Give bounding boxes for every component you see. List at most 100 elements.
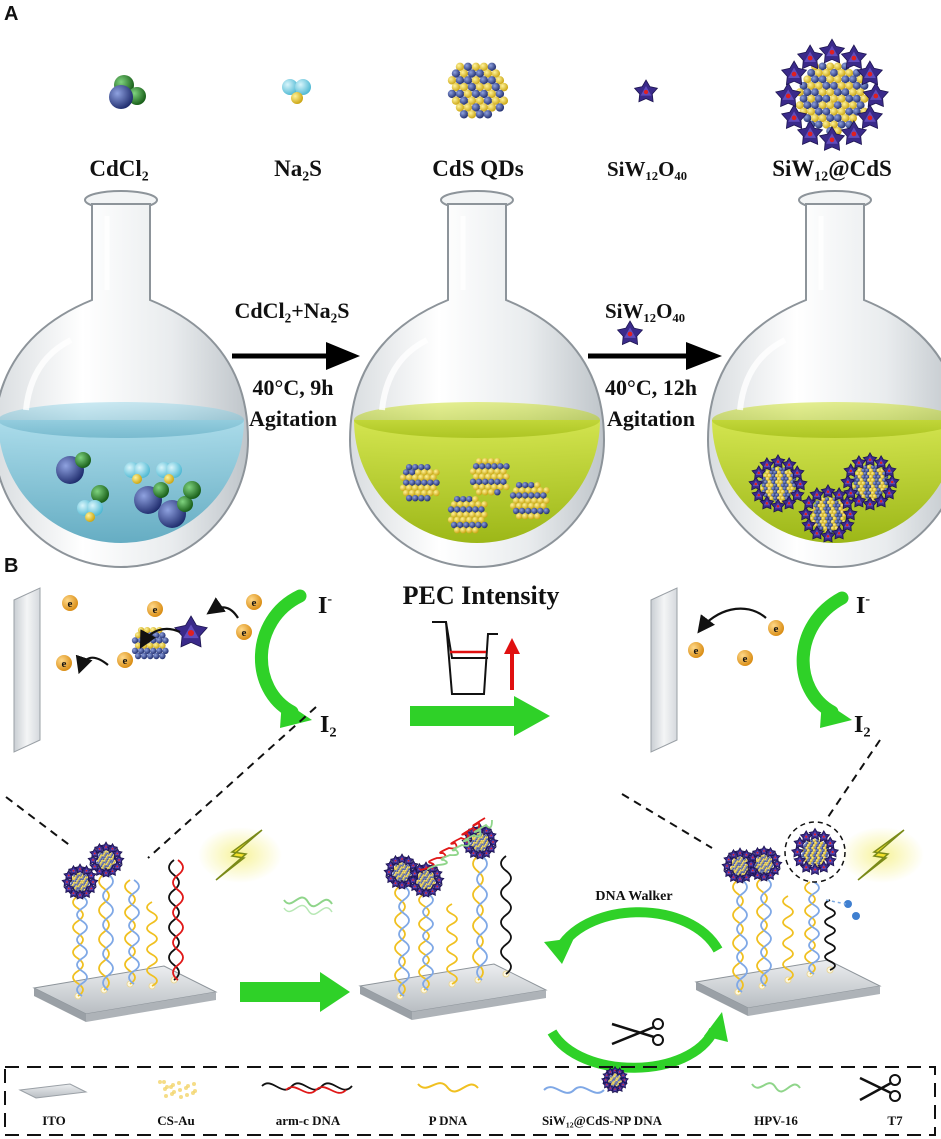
panel-b-label: B (4, 555, 18, 577)
legend-arm-c-dna-swatch (261, 1082, 353, 1094)
step1-conditions: 40°C, 9h (253, 375, 334, 400)
electron: e (147, 601, 163, 617)
legend-labels: ITO CS-Au arm-c DNA P DNA SiW₁₂@CdS-NP D… (42, 1113, 903, 1128)
iodine-label-left: I₂ (320, 712, 337, 738)
step2-arrow-head (686, 342, 722, 370)
zoom-line (825, 739, 881, 821)
ito-electrode-cleaved (694, 827, 882, 1016)
legend-label-ito: ITO (42, 1113, 66, 1128)
electrode-left (13, 587, 41, 753)
legend-p-dna-swatch (417, 1082, 479, 1093)
step1-arrow-head (326, 342, 360, 370)
siw12o40-polyoxometalate-icon (633, 79, 659, 103)
step2-action: Agitation (607, 406, 695, 431)
svg-text:e: e (242, 627, 247, 639)
legend-label-arm-c-dna: arm-c DNA (276, 1113, 341, 1128)
signal-change-arrow (410, 696, 550, 736)
electron: e (62, 595, 78, 611)
cleaved-fragment-icon (825, 899, 860, 920)
electron-group-right: e e e (688, 620, 784, 666)
walker-cycle-arrowhead-bottom (704, 1012, 728, 1042)
label-cdcl2: CdCl₂ (89, 156, 148, 181)
siw12-cds-hybrid-icon (775, 38, 889, 151)
electrode-right (650, 587, 678, 753)
svg-text:e: e (774, 623, 779, 635)
legend-label-t7: T7 (887, 1113, 903, 1128)
legend-box (4, 1066, 936, 1136)
legend-label-cs-au: CS-Au (157, 1113, 195, 1128)
electron: e (236, 624, 252, 640)
step2-reagent: SiW₁₂O₄₀ (605, 299, 685, 323)
transfer-arrow (75, 654, 109, 675)
legend-hpv16-swatch (751, 1082, 801, 1093)
transfer-arrow (697, 607, 767, 634)
zoom-circle (784, 821, 846, 883)
label-siw12-cds: SiW₁₂@CdS (772, 156, 892, 182)
electron: e (117, 652, 133, 668)
svg-text:e: e (153, 604, 158, 616)
walker-cycle-arrowhead-top (544, 938, 574, 964)
ito-electrode-initial (32, 841, 218, 1022)
legend-label-p-dna: P DNA (429, 1113, 468, 1128)
cds-qd-icon (447, 62, 509, 119)
electron: e (246, 594, 262, 610)
iodide-oxidation-arrow-left (255, 589, 307, 719)
target-addition-arrow (240, 972, 350, 1012)
pom-electron-mediator (174, 615, 208, 648)
hpv16-target-dna (283, 896, 333, 908)
svg-text:e: e (123, 655, 128, 667)
step1-action: Agitation (249, 406, 337, 431)
pec-signal-icon (432, 621, 520, 695)
electron: e (688, 642, 704, 658)
flask-precursors (0, 190, 250, 568)
svg-text:e: e (252, 597, 257, 609)
step2-conditions: 40°C, 12h (605, 375, 697, 400)
light-irradiation-icon (840, 827, 924, 883)
transfer-arrow (206, 597, 239, 619)
legend-siw12-cds-np-dna-swatch (543, 1065, 629, 1094)
walker-cycle-arrow-top (555, 907, 723, 953)
cds-qd-electron-donor (131, 626, 169, 660)
label-na2s: Na₂S (274, 156, 322, 181)
zoom-line (147, 706, 317, 859)
panel-a-label: A (4, 3, 18, 25)
electron: e (56, 655, 72, 671)
flask-cds-qds (348, 190, 606, 568)
step2-pom-icon (616, 320, 644, 346)
transfer-arrow (139, 627, 181, 649)
svg-text:e: e (743, 653, 748, 665)
iodide-oxidation-arrow-right (796, 591, 849, 719)
t7-scissors-icon (611, 1018, 664, 1046)
zoom-line (621, 793, 713, 849)
dna-walker-label: DNA Walker (595, 889, 672, 904)
legend-cs-au-swatch (158, 1080, 197, 1099)
label-cds-qds: CdS QDs (432, 156, 523, 181)
svg-text:e: e (694, 645, 699, 657)
electron-group-left: e e e e e e (56, 594, 262, 671)
legend-t7-swatch (859, 1074, 901, 1102)
iodide-label-right: I- (856, 592, 870, 619)
ito-electrode-hybridized (358, 817, 548, 1020)
legend-label-siw12-cds-np-dna: SiW₁₂@CdS-NP DNA (542, 1113, 663, 1128)
iodide-oxidation-arrowhead-left (280, 700, 312, 728)
iodine-label-right: I₂ (854, 712, 871, 738)
zoom-line (5, 796, 73, 848)
iodide-label-left: I- (318, 592, 332, 619)
pec-intensity-title: PEC Intensity (403, 581, 560, 610)
flask-siw12-cds (706, 190, 941, 568)
hpv16-target-dna-strand (283, 904, 333, 915)
legend-ito-swatch (18, 1083, 88, 1099)
na2s-molecule-icon (282, 79, 311, 104)
cdcl2-molecule-icon (109, 75, 146, 109)
iodide-oxidation-arrowhead-right (820, 700, 852, 728)
label-siw12o40: SiW₁₂O₄₀ (607, 157, 687, 181)
electron: e (737, 650, 753, 666)
electron: e (768, 620, 784, 636)
svg-text:e: e (68, 598, 73, 610)
svg-text:e: e (62, 658, 67, 670)
legend-label-hpv16: HPV-16 (754, 1113, 798, 1128)
step1-reagent: CdCl₂+Na₂S (235, 298, 350, 323)
light-irradiation-icon (198, 827, 282, 883)
